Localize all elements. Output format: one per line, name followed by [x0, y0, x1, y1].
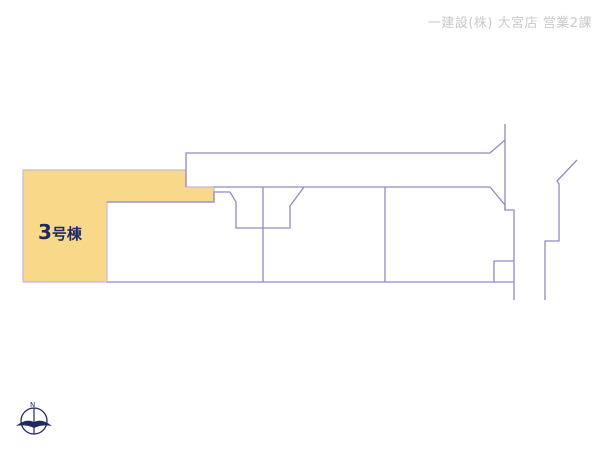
company-watermark: 一建設(株) 大宮店 営業2課: [427, 16, 592, 31]
compass-north-label: N: [30, 401, 35, 409]
lot-3-label: 3号棟: [38, 220, 82, 244]
north-compass-icon: N: [16, 401, 52, 435]
lot-suffix: 号棟: [51, 225, 82, 243]
lot-number: 3: [38, 220, 52, 244]
plan-lines: [107, 124, 578, 300]
